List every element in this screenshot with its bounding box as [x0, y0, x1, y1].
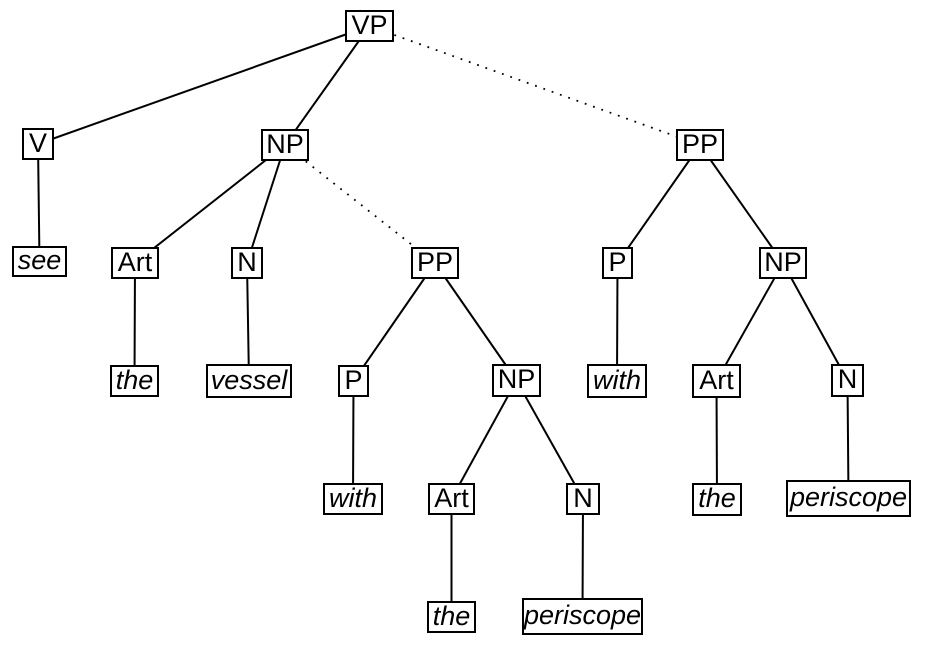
- edge-pp-right-p-right: [616, 144, 701, 264]
- edge-n-right-periscope-right: [846, 380, 850, 499]
- edge-np-right-art-right: [715, 262, 784, 382]
- tree-node-periscope-right: periscope: [786, 480, 911, 517]
- tree-node-the-mid: the: [427, 601, 476, 633]
- tree-node-with-mid: with: [323, 483, 383, 515]
- tree-node-np1: NP: [261, 129, 309, 161]
- edge-art-left-the-left: [133, 262, 136, 382]
- edge-p-right-with-right: [616, 262, 619, 382]
- edge-np-mid-art-mid: [450, 380, 518, 500]
- edge-n-left-vessel: [246, 262, 250, 382]
- tree-node-art-left: Art: [111, 247, 159, 279]
- edge-np-mid-n-mid: [515, 380, 584, 500]
- edge-vp-pp-right-dotted: [369, 25, 701, 146]
- edge-vp-v: [37, 25, 370, 145]
- edge-art-right-the-right: [715, 380, 718, 500]
- tree-node-v: V: [22, 128, 54, 160]
- edge-np1-pp-mid-dotted: [284, 144, 436, 264]
- edge-v-see: [37, 143, 41, 262]
- edge-n-mid-periscope-mid: [581, 498, 584, 617]
- tree-node-the-right: the: [692, 483, 742, 516]
- tree-node-art-mid: Art: [428, 483, 475, 515]
- tree-node-see: see: [12, 246, 67, 277]
- edge-p-mid-with-mid: [352, 380, 355, 500]
- tree-node-n-left: N: [231, 247, 263, 279]
- tree-node-pp-right: PP: [676, 129, 724, 161]
- tree-node-vp: VP: [345, 10, 394, 42]
- tree-node-pp-mid: PP: [411, 247, 459, 279]
- tree-node-with-right: with: [587, 364, 647, 398]
- edge-pp-mid-p-mid: [352, 262, 436, 382]
- tree-node-vessel: vessel: [206, 364, 292, 398]
- tree-node-the-left: the: [110, 365, 159, 397]
- edge-np1-n-left: [246, 144, 286, 264]
- tree-node-n-mid: N: [566, 483, 600, 515]
- edge-vp-np1: [284, 25, 371, 146]
- tree-node-p-right: P: [602, 247, 633, 279]
- tree-node-n-right: N: [831, 364, 864, 397]
- tree-node-np-mid: NP: [492, 364, 541, 397]
- tree-node-art-right: Art: [692, 364, 741, 398]
- edge-np-right-n-right: [782, 262, 849, 381]
- edge-pp-mid-np-mid: [434, 262, 518, 382]
- tree-node-np-right: NP: [759, 247, 807, 279]
- edge-pp-right-np-right: [699, 144, 784, 264]
- tree-node-periscope-mid: periscope: [522, 598, 643, 635]
- edge-np1-art-left: [134, 144, 286, 264]
- tree-node-p-mid: P: [338, 365, 369, 397]
